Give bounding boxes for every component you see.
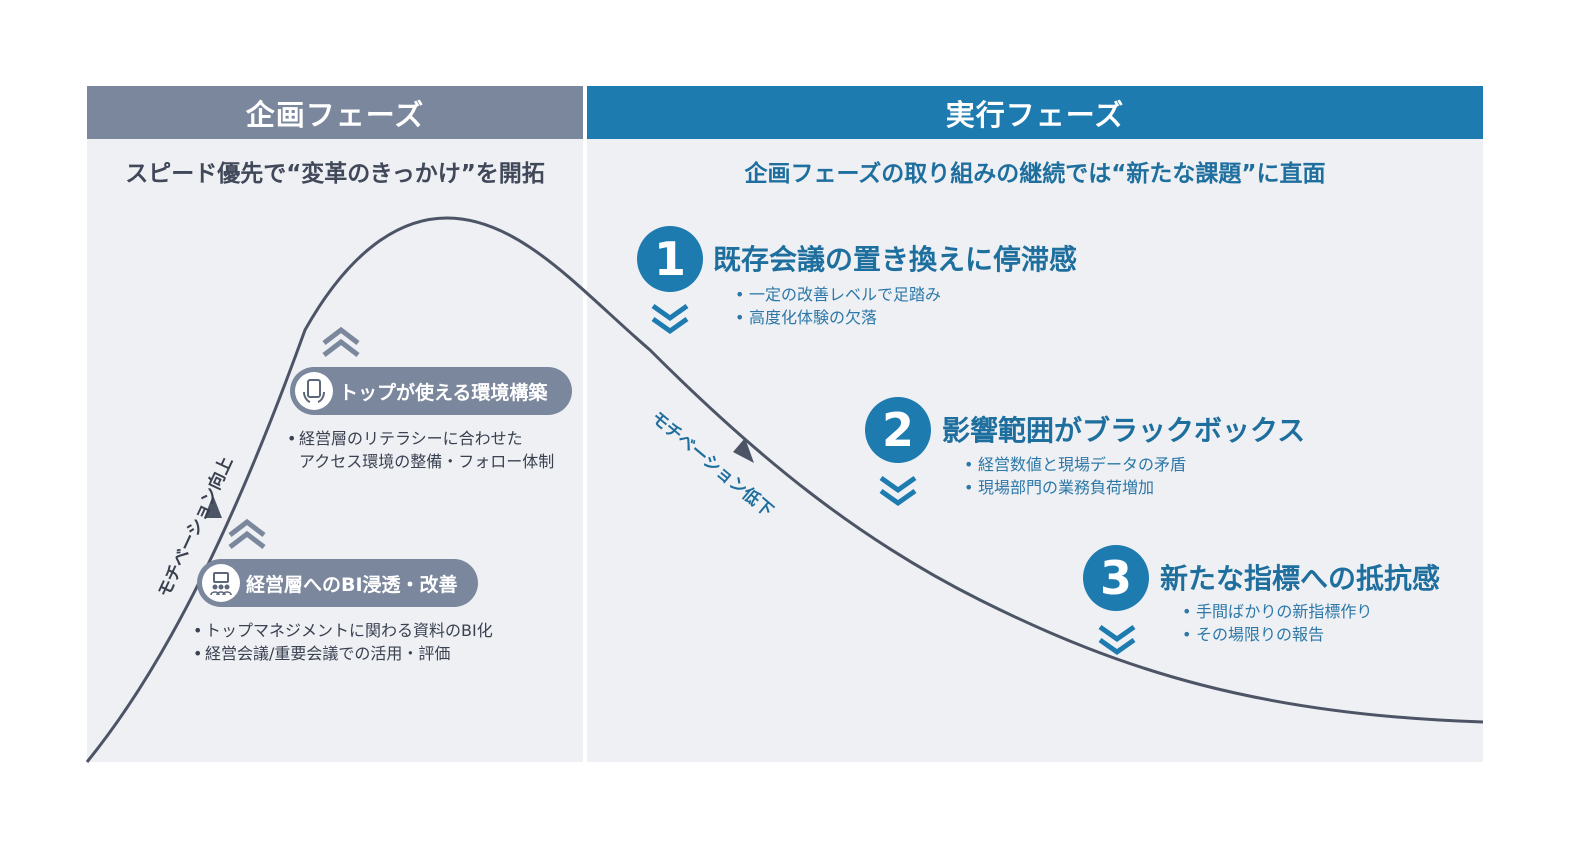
meeting-people-icon	[202, 564, 240, 602]
list-item: 高度化体験の欠落	[735, 306, 941, 329]
list-item: 経営層のリテラシーに合わせた	[287, 427, 554, 450]
list-item: トップマネジメントに関わる資料のBI化	[193, 619, 493, 642]
list-item: その場限りの報告	[1182, 623, 1372, 646]
step-bi-adoption-notes: トップマネジメントに関わる資料のBI化 経営会議/重要会議での活用・評価	[193, 619, 493, 665]
list-item: 経営会議/重要会議での活用・評価	[193, 642, 493, 665]
chevron-down-icon	[879, 475, 917, 507]
list-item: 現場部門の業務負荷増加	[964, 476, 1186, 499]
planning-phase-header: 企画フェーズ	[87, 86, 583, 139]
issue-title: 既存会議の置き換えに停滞感	[713, 243, 1078, 276]
issue-title: 新たな指標への抵抗感	[1160, 562, 1441, 595]
chevron-up-icon	[228, 518, 266, 549]
chevron-down-icon	[651, 303, 689, 335]
issue-number-badge: 2	[865, 397, 931, 463]
issue-notes: 経営数値と現場データの矛盾 現場部門の業務負荷増加	[964, 453, 1186, 499]
issue-number-badge: 3	[1083, 545, 1149, 611]
issue-notes: 手間ばかりの新指標作り その場限りの報告	[1182, 600, 1372, 646]
step-top-environment-notes: 経営層のリテラシーに合わせた アクセス環境の整備・フォロー体制	[287, 427, 554, 473]
list-item: 一定の改善レベルで足踏み	[735, 283, 941, 306]
list-item: アクセス環境の整備・フォロー体制	[299, 452, 555, 471]
list-item: 手間ばかりの新指標作り	[1182, 600, 1372, 623]
issue-notes: 一定の改善レベルで足踏み 高度化体験の欠落	[735, 283, 941, 329]
planning-phase-subtitle: スピード優先で“変革のきっかけ”を開拓	[125, 161, 545, 187]
chevron-up-icon	[322, 326, 360, 357]
step-bi-adoption-label: 経営層へのBI浸透・改善	[246, 573, 458, 596]
arrow-up-icon	[204, 495, 222, 518]
step-top-environment-label: トップが使える環境構築	[339, 381, 548, 404]
step-top-environment: トップが使える環境構築	[290, 367, 572, 415]
execution-phase-header: 実行フェーズ	[587, 86, 1483, 139]
arrow-down-icon	[733, 438, 754, 463]
execution-phase-subtitle: 企画フェーズの取り組みの継続では“新たな課題”に直面	[744, 161, 1326, 187]
step-bi-adoption: 経営層へのBI浸透・改善	[197, 559, 478, 607]
list-item: 経営数値と現場データの矛盾	[964, 453, 1186, 476]
tablet-hands-icon	[295, 372, 333, 410]
motivation-curve-line	[85, 216, 1484, 763]
chevron-down-icon	[1098, 624, 1136, 656]
execution-phase-panel	[587, 86, 1483, 762]
issue-number-badge: 1	[637, 226, 703, 292]
issue-title: 影響範囲がブラックボックス	[942, 414, 1306, 447]
